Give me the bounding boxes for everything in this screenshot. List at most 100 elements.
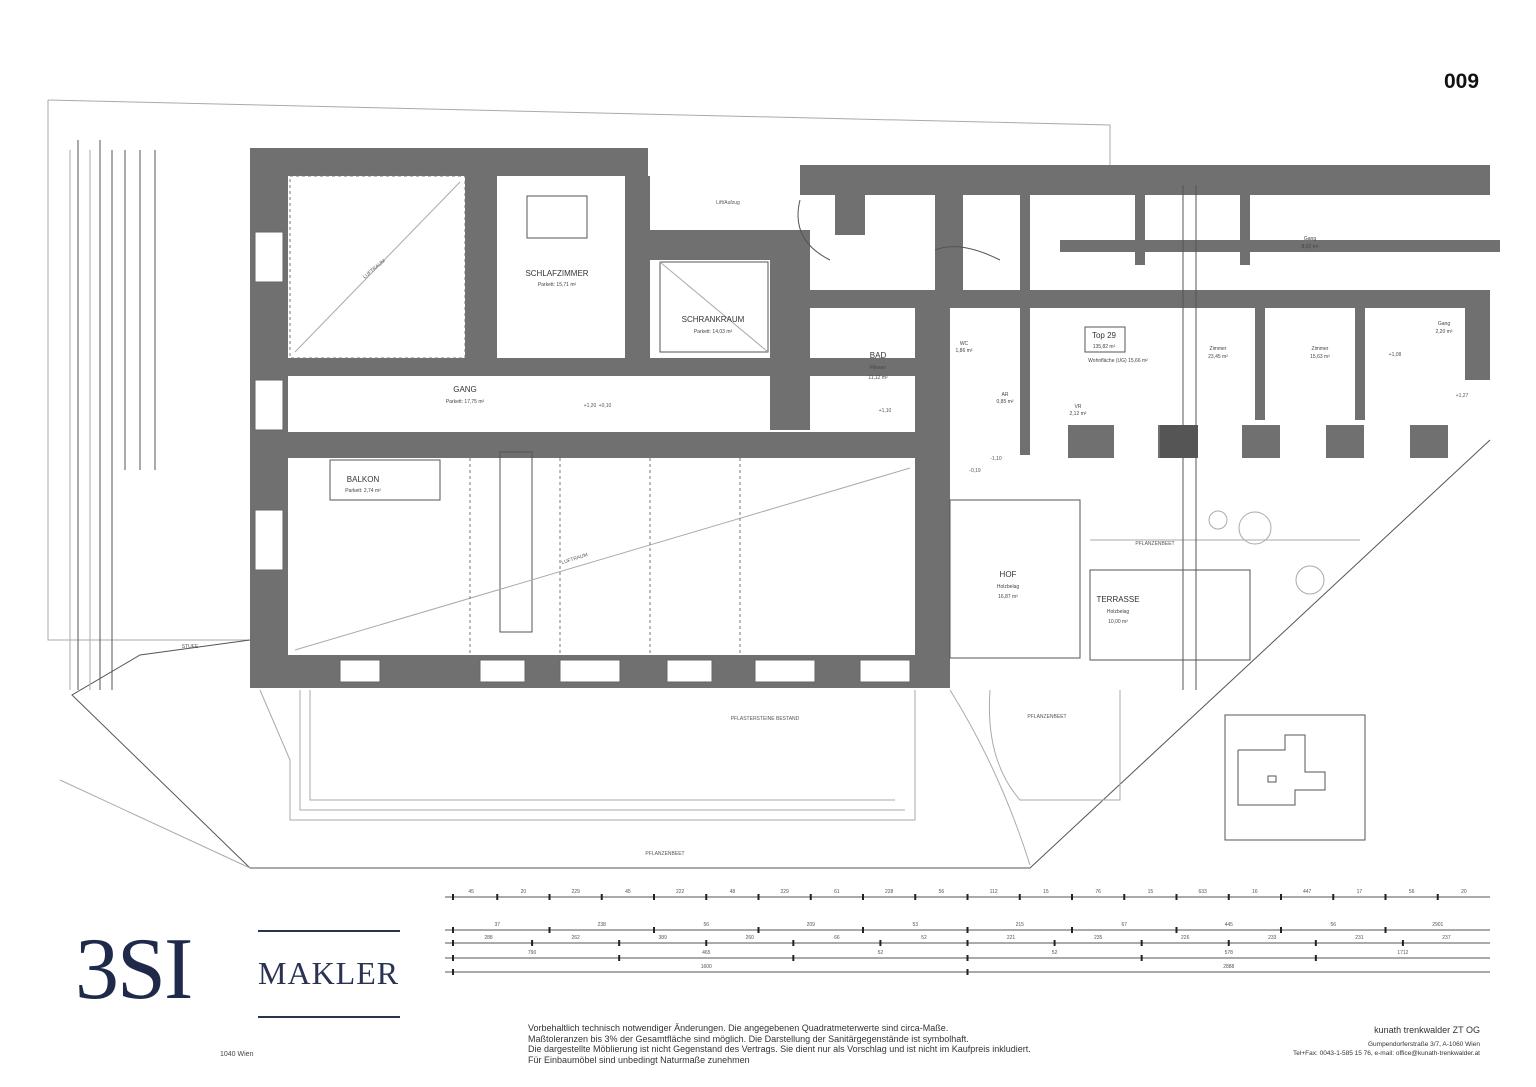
dimension-label: 237	[1442, 935, 1451, 941]
dimension-label: 37	[494, 922, 500, 928]
dimension-label: 52	[1052, 950, 1058, 956]
dimension-label: 447	[1303, 889, 1312, 895]
dimension-label: 231	[1355, 935, 1364, 941]
interior-details	[289, 175, 1366, 841]
room-labels: SCHLAFZIMMER Parkett: 15,71 m² SCHRANKRA…	[182, 200, 1453, 857]
dimension-label: 235	[1094, 935, 1103, 941]
svg-text:STUFE: STUFE	[182, 644, 199, 650]
room-terrasse: TERRASSE	[1096, 595, 1139, 604]
level-marker: +0,10	[599, 403, 612, 409]
svg-text:23,45 m²: 23,45 m²	[1208, 354, 1228, 360]
svg-text:10,00 m²: 10,00 m²	[1108, 619, 1128, 625]
dimension-label: 2901	[1432, 922, 1443, 928]
level-marker: -0,19	[969, 468, 981, 474]
room-schlafzimmer: SCHLAFZIMMER	[525, 269, 588, 278]
dimension-label: 45	[625, 889, 631, 895]
dimension-label: 112	[990, 889, 998, 895]
dimension-label: 790	[528, 950, 537, 956]
dimension-label: 465	[702, 950, 711, 956]
dimension-chain-left	[77, 140, 156, 690]
svg-text:135,82 m²: 135,82 m²	[1093, 344, 1116, 350]
svg-text:Zimmer: Zimmer	[1210, 346, 1227, 352]
dimension-label: 56	[703, 922, 709, 928]
dimension-label: 445	[1225, 922, 1234, 928]
dimension-label: 48	[730, 889, 736, 895]
dimension-label: 238	[598, 922, 607, 928]
level-marker: +1,20	[584, 403, 597, 409]
svg-text:Parkett: 15,71 m²: Parkett: 15,71 m²	[538, 282, 577, 288]
room-balkon: BALKON	[347, 475, 380, 484]
dimension-label: 209	[807, 922, 816, 928]
dimension-label: 61	[834, 889, 840, 895]
svg-text:2,12 m²: 2,12 m²	[1070, 411, 1087, 417]
dimension-label: 45	[468, 889, 474, 895]
svg-text:8,02 m²: 8,02 m²	[1302, 244, 1319, 250]
windows	[254, 231, 911, 683]
dimension-label: 222	[676, 889, 685, 895]
dimension-label: 233	[1268, 935, 1277, 941]
svg-text:WC: WC	[960, 341, 969, 347]
dimension-label: 20	[1461, 889, 1467, 895]
svg-text:Fliesen: Fliesen	[870, 365, 886, 371]
svg-text:Lift/Aufzug: Lift/Aufzug	[716, 200, 740, 206]
svg-text:Holzbelag: Holzbelag	[1107, 609, 1129, 615]
dimension-label: 15	[1148, 889, 1154, 895]
logo-3si-makler: 3SI MAKLER	[75, 921, 400, 1018]
svg-text:1,86 m²: 1,86 m²	[956, 348, 973, 354]
level-marker: +1,08	[1389, 352, 1402, 358]
svg-text:0,85 m²: 0,85 m²	[997, 399, 1014, 405]
logo-address: 1040 Wien	[220, 1051, 254, 1058]
dimension-label: 20	[521, 889, 527, 895]
svg-text:Zimmer: Zimmer	[1312, 346, 1329, 352]
unit-top-29: Top 29	[1092, 331, 1117, 340]
svg-text:15,63 m²: 15,63 m²	[1310, 354, 1330, 360]
room-gang: GANG	[453, 385, 477, 394]
page-number: 009	[1444, 70, 1480, 93]
dimension-label: 221	[1007, 935, 1016, 941]
room-bad: BAD	[870, 351, 887, 360]
dimension-label: 1600	[701, 964, 712, 970]
dimension-label: 16	[1252, 889, 1258, 895]
svg-text:Gang: Gang	[1304, 236, 1316, 242]
room-schrankraum: SCHRANKRAUM	[682, 315, 745, 324]
dimension-label: 17	[1357, 889, 1363, 895]
svg-text:16,87 m²: 16,87 m²	[998, 594, 1018, 600]
dimension-label: 53	[912, 922, 918, 928]
dimension-label: 56	[1330, 922, 1336, 928]
dimension-label: 226	[1181, 935, 1190, 941]
svg-text:PFLANZENBEET: PFLANZENBEET	[645, 851, 684, 857]
svg-text:PFLANZENBEET: PFLANZENBEET	[1135, 541, 1174, 547]
level-marker: +1,10	[879, 408, 892, 414]
level-marker: +1,27	[1456, 393, 1469, 399]
dimension-label: 2888	[1223, 964, 1234, 970]
dimension-label: 66	[834, 935, 840, 941]
svg-text:Holzbelag: Holzbelag	[997, 584, 1019, 590]
dimension-label: 578	[1225, 950, 1234, 956]
dimension-label: 67	[1121, 922, 1127, 928]
level-marker: -1,10	[990, 456, 1002, 462]
level-markers: +1,20 +0,10 +1,10 -1,10 -0,19 +1,08 +1,2…	[584, 352, 1469, 474]
svg-text:PFLANZENBEET: PFLANZENBEET	[1027, 714, 1066, 720]
dimension-label: 228	[885, 889, 894, 895]
dimension-label: 1712	[1397, 950, 1408, 956]
svg-text:Gang: Gang	[1438, 321, 1450, 327]
room-hof: HOF	[1000, 570, 1017, 579]
dimension-label: 52	[878, 950, 884, 956]
dimension-label: 389	[659, 935, 668, 941]
svg-text:Parkett: 14,03 m²: Parkett: 14,03 m²	[694, 329, 733, 335]
dimension-label: 15	[1043, 889, 1049, 895]
svg-text:Wohnfläche (UG) 15,66 m²: Wohnfläche (UG) 15,66 m²	[1088, 358, 1148, 364]
dimension-label: 52	[921, 935, 927, 941]
svg-text:VR: VR	[1075, 404, 1082, 410]
dimension-label: 56	[939, 889, 945, 895]
dimension-label: 633	[1198, 889, 1207, 895]
dimension-label: 260	[746, 935, 755, 941]
site-outline	[47, 99, 1491, 869]
svg-text:PFLASTERSTEINE BESTAND: PFLASTERSTEINE BESTAND	[731, 716, 800, 722]
svg-text:11,12 m²: 11,12 m²	[868, 375, 888, 381]
svg-text:Parkett: 2,74 m²: Parkett: 2,74 m²	[345, 488, 381, 494]
dimension-label: 56	[1409, 889, 1415, 895]
dimension-label: 229	[780, 889, 789, 895]
